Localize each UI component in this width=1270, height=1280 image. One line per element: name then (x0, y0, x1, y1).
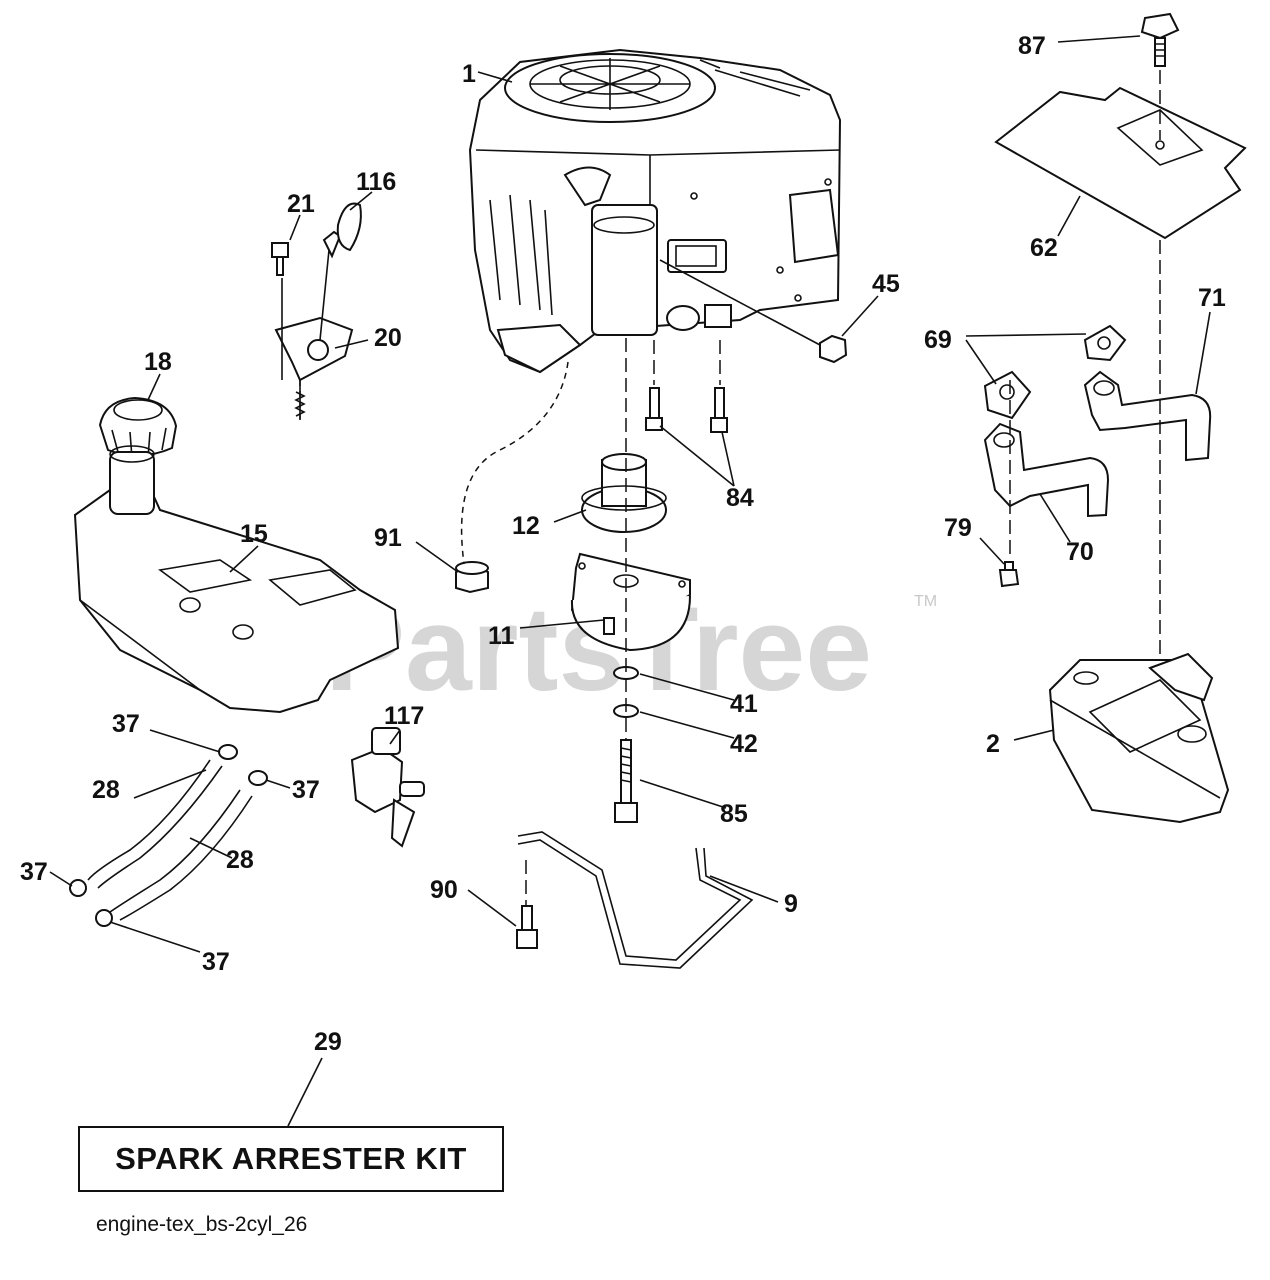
exhaust-pipe-70-part (983, 422, 1110, 518)
spacer-91-part (455, 561, 489, 594)
callout-29: 29 (314, 1028, 342, 1056)
screw-87-part (1140, 12, 1180, 67)
fuel-line-28b-part (109, 789, 253, 921)
callout-28a: 28 (92, 776, 120, 804)
callout-116: 116 (356, 168, 396, 196)
callout-69: 69 (924, 326, 952, 354)
nut-45-part (819, 334, 848, 364)
gas-cap-18-part (98, 396, 178, 459)
leader-lines (49, 35, 1211, 1127)
throttle-control-part (271, 202, 362, 420)
callout-12: 12 (512, 512, 540, 540)
pto-clutch-11-part (570, 552, 691, 652)
callout-2: 2 (986, 730, 1000, 758)
callout-87: 87 (1018, 32, 1046, 60)
hose-clamp-37b-part (248, 770, 268, 786)
callout-85: 85 (720, 800, 748, 828)
bracket-rod-9-part (517, 831, 754, 969)
callout-84: 84 (726, 484, 754, 512)
callout-20: 20 (374, 324, 402, 352)
bolt-79-part (998, 561, 1020, 588)
callout-62: 62 (1030, 234, 1058, 262)
callout-70: 70 (1066, 538, 1094, 566)
callout-37c: 37 (20, 858, 48, 886)
fuel-line-28a-part (87, 759, 223, 889)
fuel-tank-15-part (73, 445, 400, 714)
guide-line (653, 340, 721, 385)
callout-37d: 37 (202, 948, 230, 976)
adapter-12-part (581, 453, 667, 533)
bolt-84-part (645, 387, 728, 433)
callout-28b: 28 (226, 846, 254, 874)
hose-clamp-37d-part (95, 909, 113, 927)
spark-arrester-kit-box: SPARK ARRESTER KIT (78, 1126, 504, 1192)
engine-part (468, 48, 842, 374)
exhaust-pipe-71-part (1083, 370, 1212, 462)
callout-11: 11 (488, 622, 515, 650)
callout-37a: 37 (112, 710, 140, 738)
callout-91: 91 (374, 524, 402, 552)
callout-18: 18 (144, 348, 172, 376)
callout-117: 117 (384, 702, 424, 730)
callout-42: 42 (730, 730, 758, 758)
callout-21: 21 (287, 190, 315, 218)
callout-15: 15 (240, 520, 268, 548)
heat-shield-part (994, 86, 1247, 240)
spark-arrester-kit-label: SPARK ARRESTER KIT (115, 1141, 467, 1176)
callout-9: 9 (784, 890, 798, 918)
diagram-id-caption: engine-tex_bs-2cyl_26 (96, 1213, 308, 1236)
callout-71: 71 (1198, 284, 1226, 312)
guide-line (460, 361, 569, 565)
bolt-85-part (614, 739, 638, 823)
callout-90: 90 (430, 876, 458, 904)
callout-37b: 37 (292, 776, 320, 804)
callout-1: 1 (462, 60, 476, 88)
hose-clamp-37c-part (69, 879, 87, 897)
muffler-2-part (1048, 652, 1230, 824)
callout-45: 45 (872, 270, 900, 298)
callout-41: 41 (730, 690, 758, 718)
shutoff-valve-117-part (350, 727, 425, 848)
callout-79: 79 (944, 514, 972, 542)
watermark-trademark: TM (914, 593, 937, 610)
hose-clamp-37a-part (218, 744, 238, 760)
bolt-90-part (516, 905, 538, 949)
